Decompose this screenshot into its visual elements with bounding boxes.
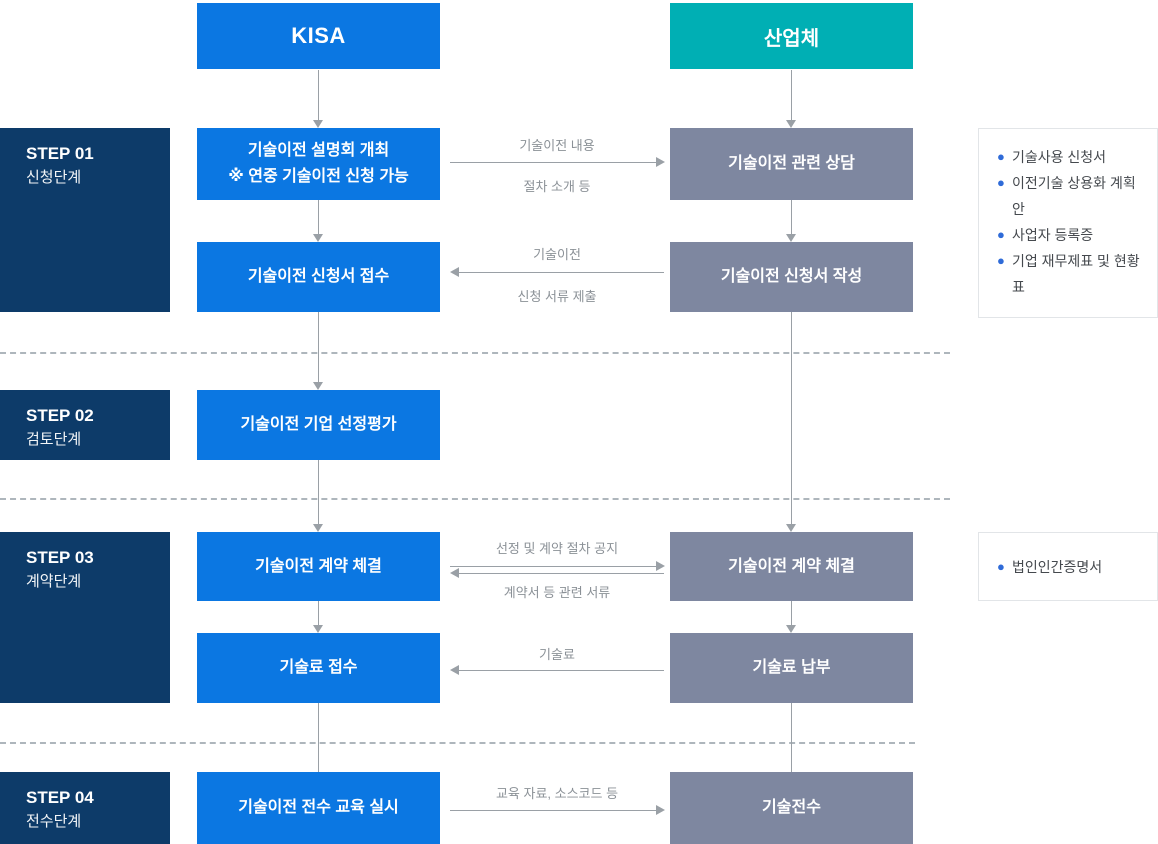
connector-line [318, 70, 319, 120]
kisa-box-company-evaluation-label: 기술이전 기업 선정평가 [240, 416, 397, 433]
connector-line [459, 272, 664, 273]
arrow-label: 계약서 등 관련 서류 [503, 585, 611, 600]
step-01-name: 신청단계 [26, 169, 82, 186]
connector-line [791, 312, 792, 524]
connector-line [459, 670, 664, 671]
arrow-down-icon [313, 625, 323, 633]
step-separator-3 [0, 742, 915, 744]
arrow-down-icon [786, 524, 796, 532]
bullet-icon: ● [997, 253, 1005, 268]
step-separator-2 [0, 498, 950, 500]
bullet-icon: ● [997, 175, 1005, 190]
industry-box-transfer: 기술전수 [670, 772, 913, 844]
industry-box-consulting: 기술이전 관련 상담 [670, 128, 913, 200]
kisa-box-training: 기술이전 전수 교육 실시 [197, 772, 440, 844]
industry-box-application-write: 기술이전 신청서 작성 [670, 242, 913, 312]
connector-line [791, 703, 792, 772]
list-item: ● 이전기술 상용화 계획안 [997, 170, 1145, 222]
arrow-right-icon [656, 805, 665, 815]
list-item: ● 기업 재무제표 및 현황표 [997, 248, 1145, 300]
kisa-box-contract-label: 기술이전 계약 체결 [255, 557, 382, 575]
connector-line [318, 601, 319, 625]
arrow-label: 기술이전 [533, 247, 581, 262]
arrow-down-icon [786, 234, 796, 242]
arrow-label: 교육 자료, 소스코드 등 [495, 786, 619, 801]
industry-box-fee-payment-label: 기술료 납부 [752, 659, 831, 676]
arrow-down-icon [786, 625, 796, 633]
industry-header-label: 산업체 [763, 27, 820, 50]
connector-line [791, 70, 792, 120]
documents-panel-step3: ● 법인인간증명서 [978, 532, 1158, 601]
kisa-box-fee-receipt: 기술료 접수 [197, 633, 440, 703]
step-04-band: STEP 04 전수단계 [0, 772, 170, 844]
arrow-down-icon [786, 120, 796, 128]
step-01-id: STEP 01 [26, 144, 94, 163]
industry-box-contract: 기술이전 계약 체결 [670, 532, 913, 601]
step-01-band: STEP 01 신청단계 [0, 128, 170, 312]
arrow-label: 기술료 [539, 647, 575, 662]
documents-panel-step1: ● 기술사용 신청서 ● 이전기술 상용화 계획안 ● 사업자 등록증 ● 기업… [978, 128, 1158, 318]
document-name: 사업자 등록증 [1012, 227, 1094, 243]
connector-line [791, 601, 792, 625]
kisa-box-training-label: 기술이전 전수 교육 실시 [238, 799, 399, 816]
arrow-right-icon [656, 561, 665, 571]
list-item: ● 사업자 등록증 [997, 222, 1145, 248]
industry-box-fee-payment: 기술료 납부 [670, 633, 913, 703]
arrow-label: 기술이전 내용 [519, 138, 595, 153]
step-04-name: 전수단계 [26, 813, 82, 830]
arrow-down-icon [313, 120, 323, 128]
kisa-box-application-receipt-label: 기술이전 신청서 접수 [247, 268, 390, 285]
connector-line [318, 703, 319, 772]
arrow-label: 선정 및 계약 절차 공지 [495, 541, 619, 556]
industry-box-transfer-label: 기술전수 [762, 799, 821, 816]
kisa-box-briefing-line2: ※ 연중 기술이전 신청 가능 [228, 168, 409, 185]
industry-box-application-write-label: 기술이전 신청서 작성 [720, 268, 863, 285]
step-02-name: 검토단계 [26, 431, 82, 448]
connector-line [791, 200, 792, 234]
kisa-box-contract: 기술이전 계약 체결 [197, 532, 440, 601]
connector-line [318, 200, 319, 234]
arrow-label: 신청 서류 제출 [517, 289, 597, 304]
arrow-down-icon [313, 382, 323, 390]
connector-line [450, 566, 656, 567]
step-separator-1 [0, 352, 950, 354]
arrow-down-icon [313, 234, 323, 242]
kisa-header-box: KISA [197, 3, 440, 69]
connector-line [450, 810, 656, 811]
connector-line [459, 573, 664, 574]
connector-line [318, 460, 319, 524]
step-03-name: 계약단계 [26, 573, 82, 590]
step-03-band: STEP 03 계약단계 [0, 532, 170, 703]
list-item: ● 법인인간증명서 [997, 554, 1102, 580]
document-name: 이전기술 상용화 계획안 [1012, 175, 1136, 217]
industry-header-box: 산업체 [670, 3, 913, 69]
bullet-icon: ● [997, 227, 1005, 242]
step-02-band: STEP 02 검토단계 [0, 390, 170, 460]
arrow-right-icon [656, 157, 665, 167]
bullet-icon: ● [997, 149, 1005, 164]
kisa-header-label: KISA [291, 23, 346, 48]
kisa-box-fee-receipt-label: 기술료 접수 [279, 659, 358, 676]
document-name: 기업 재무제표 및 현황표 [1012, 253, 1140, 295]
step-03-id: STEP 03 [26, 548, 94, 567]
arrow-left-icon [450, 665, 459, 675]
document-name: 법인인간증명서 [1012, 558, 1103, 575]
arrow-down-icon [313, 524, 323, 532]
industry-box-consulting-label: 기술이전 관련 상담 [728, 155, 855, 172]
connector-line [318, 312, 319, 382]
bullet-icon: ● [997, 558, 1005, 574]
step-04-id: STEP 04 [26, 788, 94, 807]
arrow-left-icon [450, 568, 459, 578]
document-name: 기술사용 신청서 [1012, 149, 1107, 165]
kisa-box-briefing-line1: 기술이전 설명회 개최 [247, 142, 390, 159]
list-item: ● 기술사용 신청서 [997, 144, 1145, 170]
kisa-box-company-evaluation: 기술이전 기업 선정평가 [197, 390, 440, 460]
arrow-label: 절차 소개 등 [523, 179, 591, 194]
step-02-id: STEP 02 [26, 406, 94, 425]
kisa-box-application-receipt: 기술이전 신청서 접수 [197, 242, 440, 312]
connector-line [450, 162, 656, 163]
kisa-box-briefing: 기술이전 설명회 개최 ※ 연중 기술이전 신청 가능 [197, 128, 440, 200]
industry-box-contract-label: 기술이전 계약 체결 [728, 557, 855, 575]
arrow-left-icon [450, 267, 459, 277]
